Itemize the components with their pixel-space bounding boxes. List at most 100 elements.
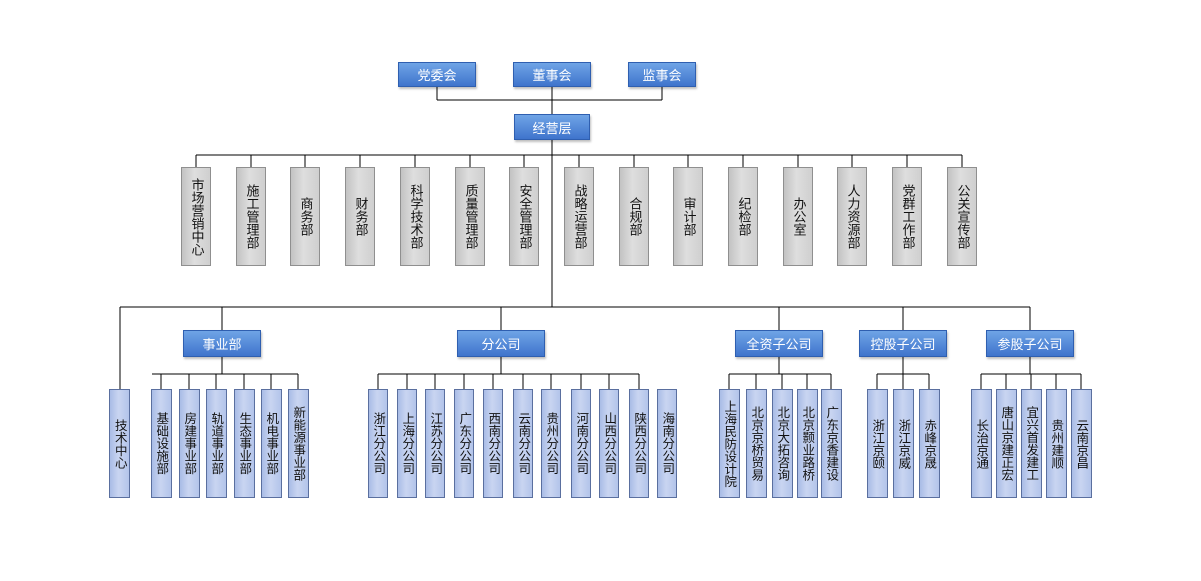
- supervisory-board-label: 监事会: [642, 69, 682, 84]
- unit-child-box[interactable]: 上海分公司: [397, 389, 417, 498]
- unit-header-holding[interactable]: 控股子公司: [859, 330, 947, 357]
- unit-header-division[interactable]: 事业部: [183, 330, 261, 357]
- unit-child-box[interactable]: 轨道事业部: [205, 389, 227, 498]
- unit-header-branch[interactable]: 分公司: [457, 330, 545, 357]
- department-box[interactable]: 科学技术部: [400, 167, 430, 266]
- department-box[interactable]: 合规部: [619, 167, 649, 266]
- department-box[interactable]: 财务部: [345, 167, 375, 266]
- department-label: 安全管理部: [516, 184, 532, 249]
- unit-child-box[interactable]: 长治京通: [970, 389, 992, 498]
- department-box[interactable]: 公关宣传部: [947, 167, 977, 266]
- unit-child-box[interactable]: 房建事业部: [178, 389, 200, 498]
- unit-child-label: 云南京昌: [1074, 418, 1090, 469]
- unit-child-label: 北京大拓咨询: [775, 406, 791, 481]
- department-label: 质量管理部: [462, 184, 478, 249]
- unit-child-label: 轨道事业部: [209, 412, 225, 475]
- unit-child-box[interactable]: 赤峰京晟: [918, 389, 940, 498]
- department-box[interactable]: 战略运营部: [564, 167, 594, 266]
- department-box[interactable]: 纪检部: [728, 167, 758, 266]
- unit-child-label: 生态事业部: [237, 412, 253, 475]
- unit-child-box[interactable]: 生态事业部: [233, 389, 255, 498]
- unit-header-equity[interactable]: 参股子公司: [986, 330, 1074, 357]
- management-box[interactable]: 经营层: [514, 114, 590, 140]
- unit-child-label: 北京京桥贸易: [749, 406, 765, 481]
- department-box[interactable]: 市场营销中心: [181, 167, 211, 266]
- department-label: 合规部: [626, 197, 642, 236]
- unit-child-label: 房建事业部: [182, 412, 198, 475]
- unit-header-label: 全资子公司: [746, 338, 812, 353]
- unit-header-label: 分公司: [481, 338, 521, 353]
- unit-child-box[interactable]: 贵州分公司: [541, 389, 561, 498]
- unit-child-label: 江苏分公司: [428, 412, 444, 475]
- unit-child-label: 北京颢业路桥: [800, 406, 816, 481]
- supervisory-board-box[interactable]: 监事会: [628, 62, 696, 87]
- tech-center-box[interactable]: 技术中心: [109, 389, 130, 498]
- unit-child-label: 上海分公司: [400, 412, 416, 475]
- unit-child-label: 基础设施部: [154, 412, 170, 475]
- department-label: 纪检部: [735, 197, 751, 236]
- unit-child-label: 广东分公司: [457, 412, 473, 475]
- unit-child-box[interactable]: 浙江京威: [892, 389, 914, 498]
- unit-header-label: 控股子公司: [870, 338, 936, 353]
- unit-child-box[interactable]: 贵州建顺: [1045, 389, 1067, 498]
- board-box[interactable]: 董事会: [513, 62, 591, 87]
- unit-child-box[interactable]: 云南京昌: [1070, 389, 1092, 498]
- unit-child-box[interactable]: 唐山京建正宏: [995, 389, 1017, 498]
- unit-child-label: 上海民防设计院: [722, 399, 738, 488]
- unit-child-box[interactable]: 北京大拓咨询: [771, 389, 793, 498]
- department-label: 施工管理部: [243, 184, 259, 249]
- department-label: 战略运营部: [571, 184, 587, 249]
- department-label: 办公室: [790, 197, 806, 236]
- unit-child-box[interactable]: 河南分公司: [571, 389, 591, 498]
- unit-child-box[interactable]: 上海民防设计院: [718, 389, 740, 498]
- unit-child-label: 山西分公司: [602, 412, 618, 475]
- department-box[interactable]: 安全管理部: [509, 167, 539, 266]
- unit-child-label: 赤峰京晟: [922, 418, 938, 469]
- party-committee-label: 党委会: [417, 69, 457, 84]
- unit-child-label: 浙江京颐: [870, 418, 886, 469]
- unit-child-label: 新能源事业部: [291, 406, 307, 481]
- department-box[interactable]: 商务部: [290, 167, 320, 266]
- unit-child-box[interactable]: 广东分公司: [454, 389, 474, 498]
- unit-header-wholly_owned[interactable]: 全资子公司: [735, 330, 823, 357]
- department-box[interactable]: 质量管理部: [455, 167, 485, 266]
- unit-child-box[interactable]: 广东京香建设: [820, 389, 842, 498]
- unit-child-label: 海南分公司: [660, 412, 676, 475]
- party-committee-box[interactable]: 党委会: [398, 62, 476, 87]
- department-box[interactable]: 办公室: [783, 167, 813, 266]
- unit-child-label: 广东京香建设: [824, 406, 840, 481]
- department-label: 党群工作部: [899, 184, 915, 249]
- unit-child-box[interactable]: 基础设施部: [150, 389, 172, 498]
- unit-child-label: 机电事业部: [264, 412, 280, 475]
- department-label: 市场营销中心: [188, 177, 204, 256]
- department-label: 财务部: [352, 197, 368, 236]
- unit-child-box[interactable]: 山西分公司: [599, 389, 619, 498]
- unit-child-box[interactable]: 浙江京颐: [866, 389, 888, 498]
- unit-child-box[interactable]: 宜兴首发建工: [1020, 389, 1042, 498]
- unit-header-label: 参股子公司: [997, 338, 1063, 353]
- unit-child-box[interactable]: 北京颢业路桥: [796, 389, 818, 498]
- department-label: 科学技术部: [407, 184, 423, 249]
- unit-child-box[interactable]: 浙江分公司: [368, 389, 388, 498]
- department-box[interactable]: 施工管理部: [236, 167, 266, 266]
- unit-child-box[interactable]: 云南分公司: [513, 389, 533, 498]
- department-label: 人力资源部: [844, 184, 860, 249]
- department-box[interactable]: 党群工作部: [892, 167, 922, 266]
- unit-child-label: 唐山京建正宏: [999, 406, 1015, 481]
- unit-child-box[interactable]: 机电事业部: [260, 389, 282, 498]
- board-label: 董事会: [532, 69, 572, 84]
- unit-child-box[interactable]: 陕西分公司: [629, 389, 649, 498]
- department-label: 公关宣传部: [954, 184, 970, 249]
- unit-child-box[interactable]: 江苏分公司: [425, 389, 445, 498]
- department-box[interactable]: 审计部: [673, 167, 703, 266]
- unit-child-label: 河南分公司: [574, 412, 590, 475]
- unit-child-box[interactable]: 西南分公司: [483, 389, 503, 498]
- unit-child-label: 陕西分公司: [632, 412, 648, 475]
- unit-child-box[interactable]: 新能源事业部: [287, 389, 309, 498]
- department-box[interactable]: 人力资源部: [837, 167, 867, 266]
- unit-child-box[interactable]: 北京京桥贸易: [745, 389, 767, 498]
- unit-child-label: 长治京通: [974, 418, 990, 469]
- unit-child-box[interactable]: 海南分公司: [657, 389, 677, 498]
- unit-child-label: 贵州分公司: [544, 412, 560, 475]
